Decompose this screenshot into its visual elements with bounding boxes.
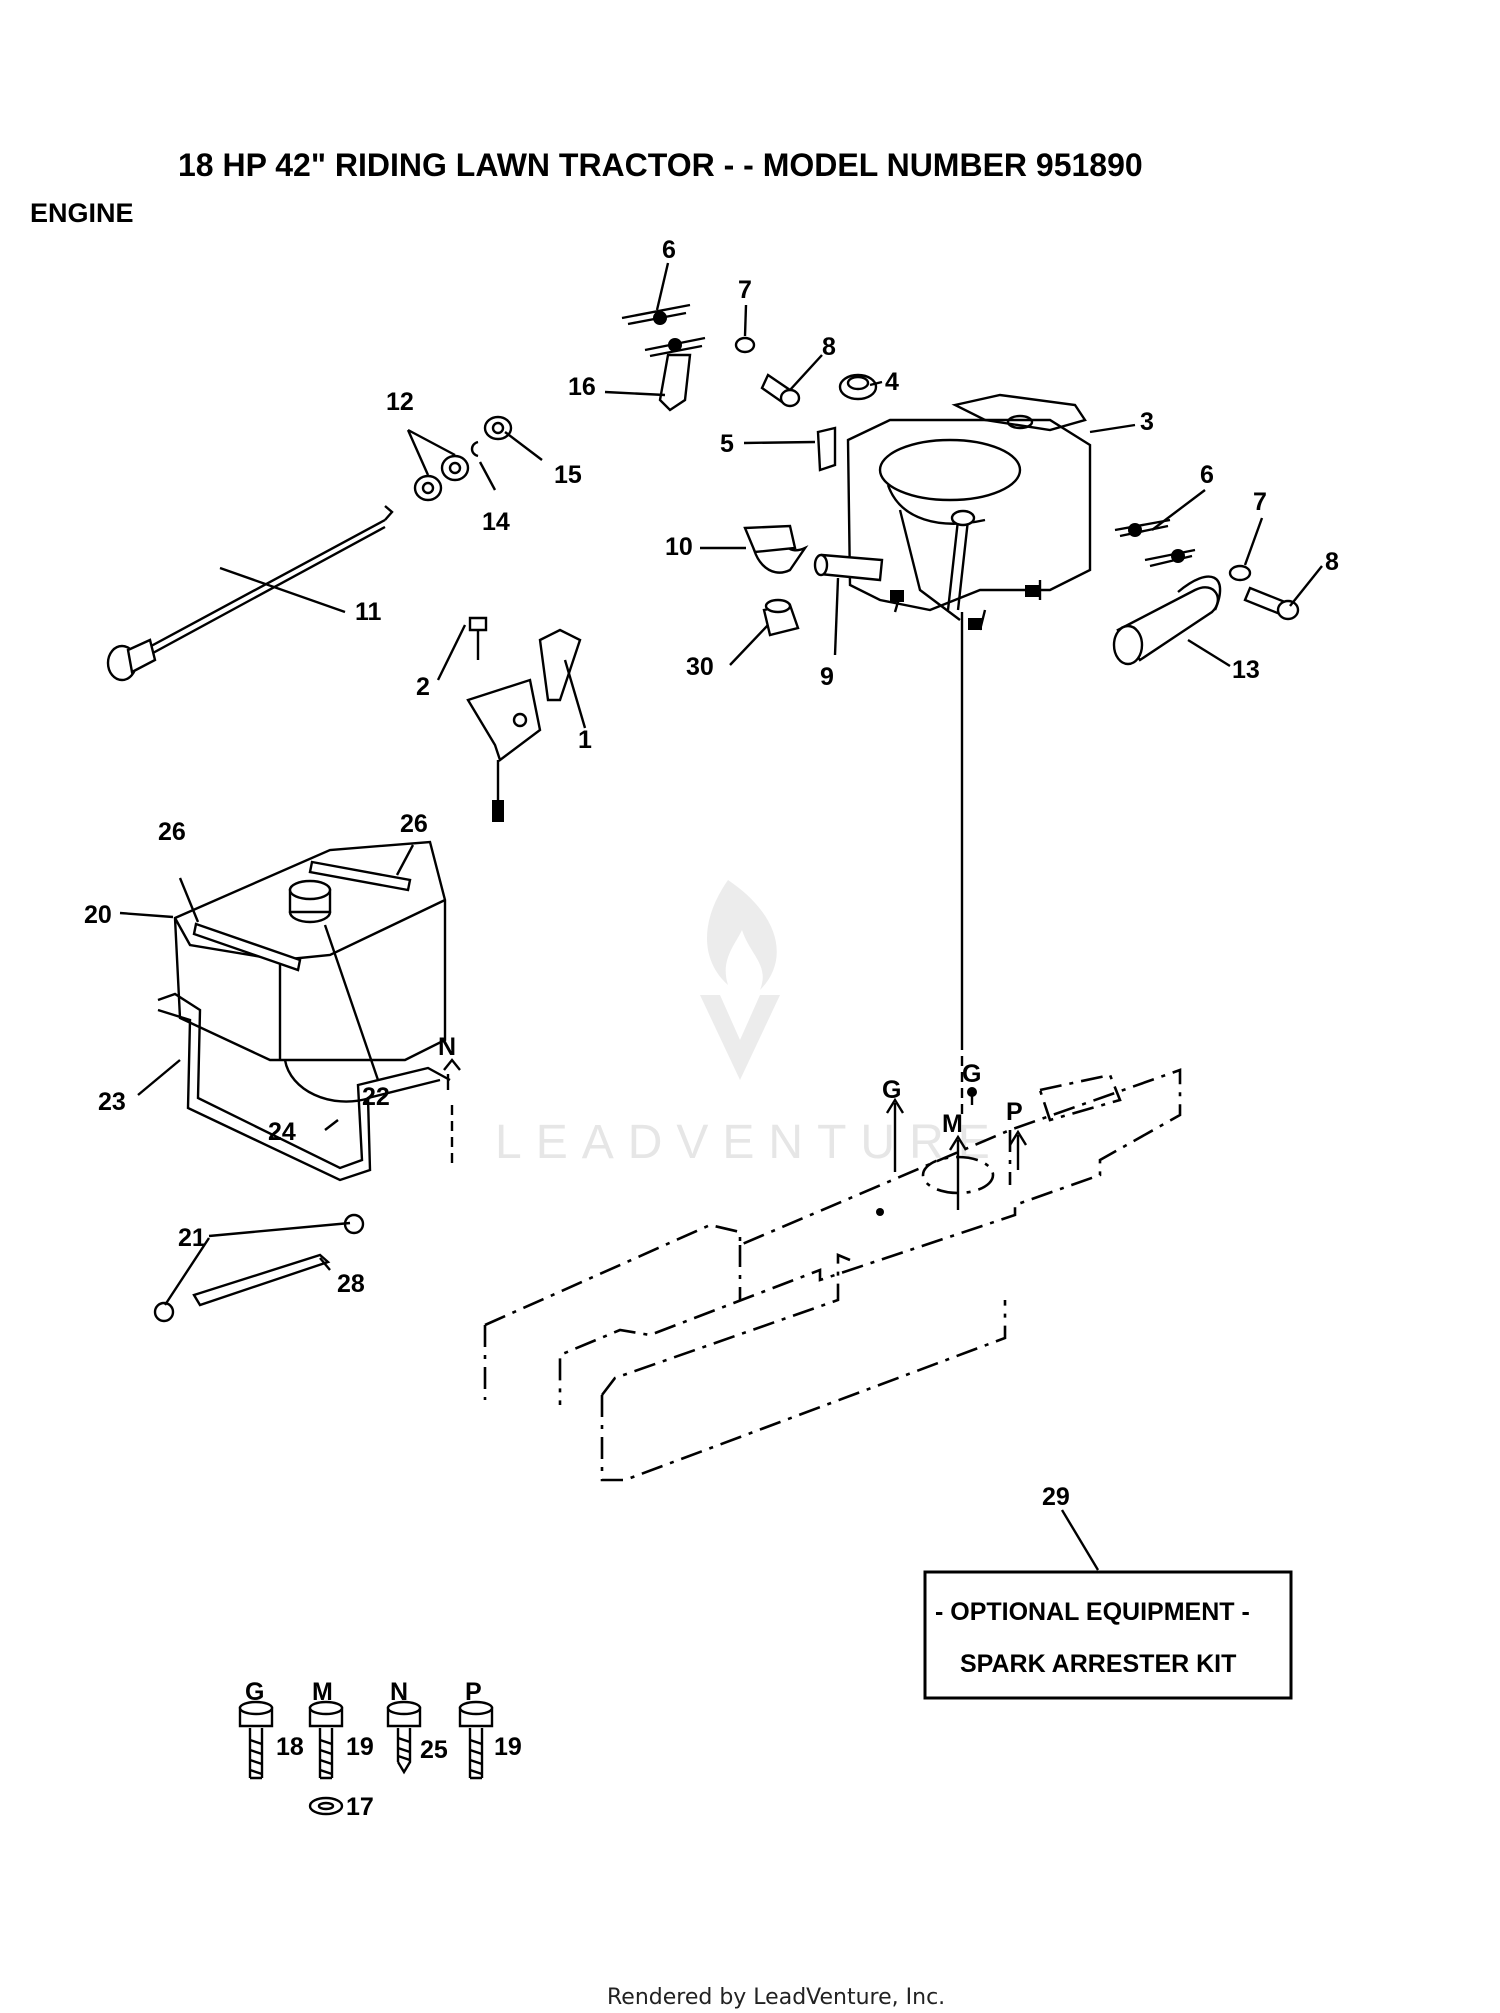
callout-8a: 8: [822, 333, 836, 361]
part-8-bolt-right: [1243, 586, 1300, 621]
callout-28: 28: [337, 1270, 365, 1298]
footer-credit: Rendered by LeadVenture, Inc.: [607, 1985, 945, 2010]
callout-18: 18: [276, 1733, 304, 1761]
part-6-clamp-top: [621, 303, 706, 358]
watermark-text: LEADVENTURE: [495, 1116, 1004, 1169]
part-13-muffler: [1112, 575, 1222, 666]
part-20-fuel-tank: [173, 840, 447, 1062]
part-4-nut: [838, 373, 878, 401]
optional-equipment-box: - OPTIONAL EQUIPMENT - SPARK ARRESTER KI…: [923, 1570, 1293, 1700]
callout-4: 4: [885, 368, 899, 396]
part-23-tank-strap: [157, 992, 451, 1182]
callout-7b: 7: [1253, 488, 1267, 516]
frame-letters: G G M P N: [438, 1033, 1023, 1138]
callout-10: 10: [665, 533, 693, 561]
part-9-pipe: [813, 553, 884, 582]
callout-24: 24: [268, 1118, 296, 1146]
part-14-clip: [470, 440, 479, 458]
callout-25: 25: [420, 1736, 448, 1764]
part-7-washer: [734, 336, 756, 354]
callout-11: 11: [355, 598, 382, 626]
callout-16: 16: [568, 373, 596, 401]
part-21-clamps: [153, 1213, 365, 1323]
letter-p-frame: P: [1006, 1098, 1023, 1126]
leadventure-watermark: LEADVENTURE: [495, 880, 1004, 1169]
letter-n-tank: N: [438, 1033, 456, 1061]
legend-letter-m: M: [312, 1678, 333, 1706]
part-11-cable: [106, 505, 394, 682]
callout-20: 20: [84, 901, 112, 929]
section-label: ENGINE: [30, 198, 134, 228]
part-26-strip-right: [308, 860, 412, 892]
letter-m-frame: M: [942, 1110, 963, 1138]
lock-washer-17: [308, 1796, 344, 1816]
callout-19a: 19: [346, 1733, 374, 1761]
callout-6a: 6: [662, 236, 676, 264]
part-12-washers: [413, 454, 470, 502]
page-title: 18 HP 42" RIDING LAWN TRACTOR - - MODEL …: [178, 147, 1143, 183]
legend-letter-g: G: [245, 1678, 264, 1706]
callout-29: 29: [1042, 1483, 1070, 1511]
part-16: [658, 353, 692, 412]
callout-leader-lines: [119, 262, 1323, 1571]
letter-g-frame-1: G: [882, 1076, 901, 1104]
bolt-p: [458, 1700, 494, 1780]
callout-6b: 6: [1200, 461, 1214, 489]
bolt-g: [238, 1700, 274, 1780]
callout-numbers: 6 7 8 4 3 5 16 6 7 8 13 10 9 30 12 14 15…: [84, 236, 1339, 1511]
spark-arrester-kit-label: SPARK ARRESTER KIT: [960, 1650, 1236, 1678]
callout-26b: 26: [400, 810, 428, 838]
bolt-legend: G M N P 18 19 25 19: [238, 1678, 522, 1821]
letter-g-frame-2: G: [962, 1060, 981, 1088]
frame-fastener-arrows: [885, 1087, 1028, 1210]
part-26-strip-left: [192, 922, 302, 972]
callout-19b: 19: [494, 1733, 522, 1761]
callout-30: 30: [686, 653, 714, 681]
callout-3: 3: [1140, 408, 1154, 436]
callout-2: 2: [416, 673, 430, 701]
part-10-elbow: [743, 524, 809, 574]
callout-15: 15: [554, 461, 582, 489]
part-2-bolt: [468, 616, 488, 660]
callout-8b: 8: [1325, 548, 1339, 576]
callout-12: 12: [386, 388, 414, 416]
callout-21: 21: [178, 1224, 206, 1252]
part-5-bracket: [816, 426, 837, 472]
legend-letter-n: N: [390, 1678, 408, 1706]
legend-letter-p: P: [465, 1678, 482, 1706]
callout-13: 13: [1232, 656, 1260, 684]
part-6-clamp-right: [1114, 518, 1196, 568]
part-15-nut: [483, 415, 513, 441]
callout-22: 22: [362, 1083, 390, 1111]
bolt-m: [308, 1700, 344, 1780]
optional-equipment-label: - OPTIONAL EQUIPMENT -: [935, 1598, 1250, 1626]
part-28-fuel-hose: [192, 1253, 331, 1307]
callout-26a: 26: [158, 818, 186, 846]
bolt-n: [386, 1700, 422, 1775]
part-8-bolt: [760, 373, 801, 408]
callout-9: 9: [820, 663, 834, 691]
callout-5: 5: [720, 430, 734, 458]
part-1-throttle: [466, 628, 582, 822]
engine-assembly: [846, 393, 1092, 631]
part-7-washer-right: [1228, 564, 1252, 582]
callout-14: 14: [482, 508, 510, 536]
callout-1: 1: [578, 726, 592, 754]
callout-17: 17: [346, 1793, 374, 1821]
callout-23: 23: [98, 1088, 126, 1116]
part-30-cap: [762, 598, 800, 637]
callout-7a: 7: [738, 276, 752, 304]
